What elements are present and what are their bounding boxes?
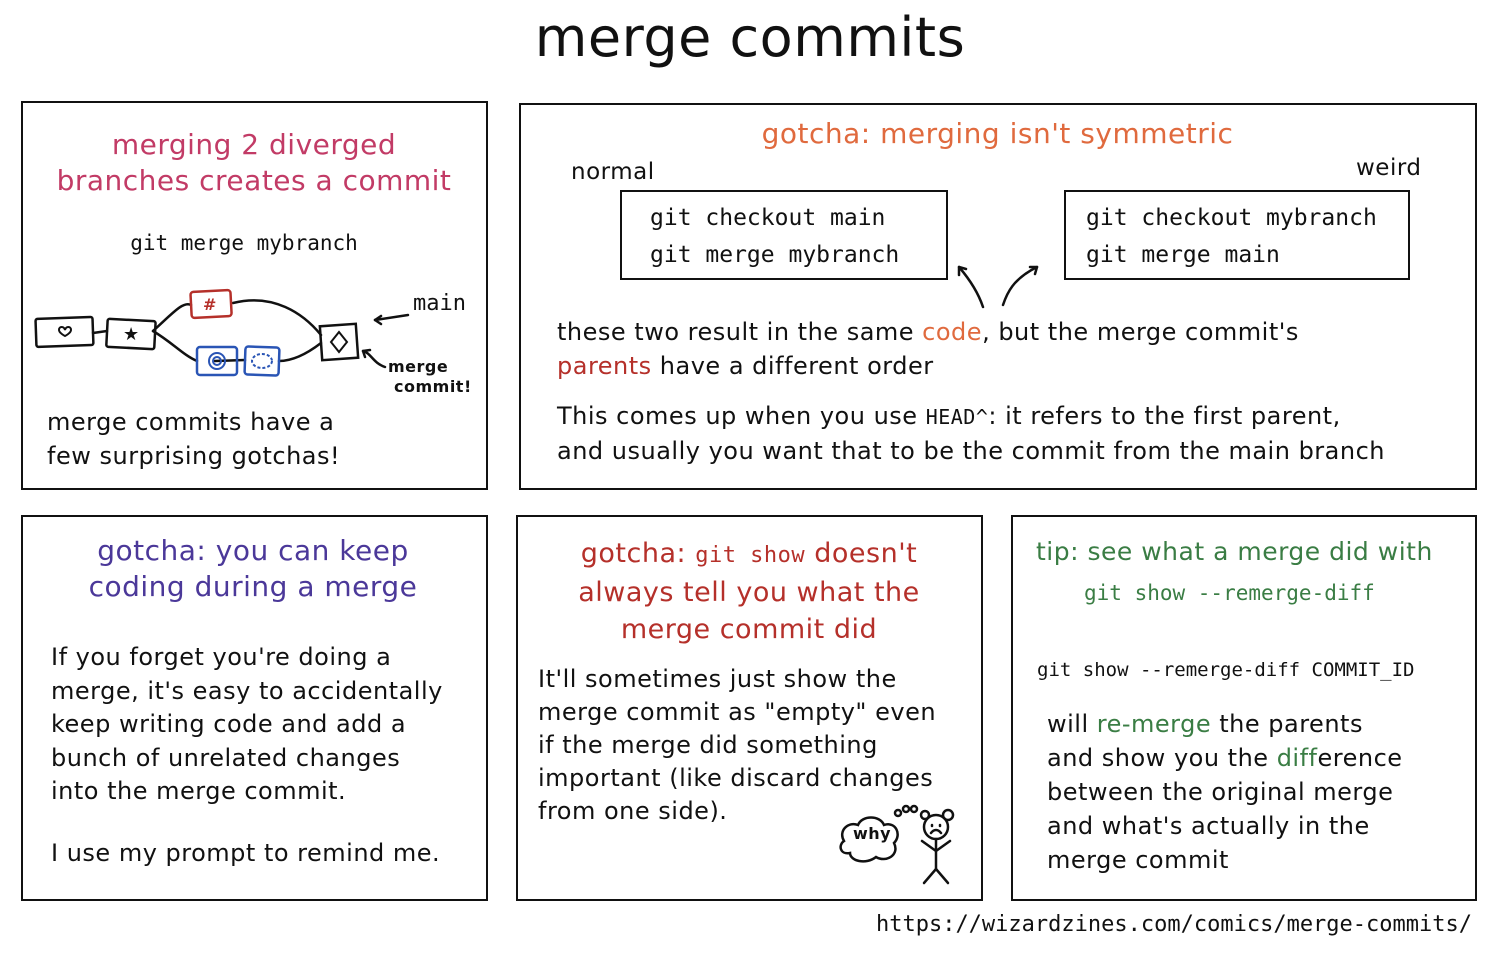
source-url[interactable]: https://wizardzines.com/comics/merge-com…: [875, 912, 1472, 937]
hash-commit: #: [189, 288, 233, 320]
panel5-heading: tip: see what a merge did with: [1036, 537, 1433, 566]
normal-cmd-line2: git merge mybranch: [650, 242, 900, 268]
label-weird: weird: [1356, 155, 1422, 181]
remerge-diff-command: git show --remerge-diff COMMIT_ID: [1037, 659, 1415, 681]
git-show-code: git show: [695, 543, 806, 568]
panel1-command: git merge mybranch: [130, 231, 358, 255]
panel-git-show: gotcha: git show doesn't always tell you…: [516, 515, 983, 901]
label-commit: commit!: [394, 377, 472, 396]
panel5-line5: merge commit: [1047, 846, 1229, 874]
panel5-line3: between the original merge: [1047, 778, 1394, 806]
panel3-body-line: keep writing code and add a: [51, 710, 407, 738]
panel4-heading-line2: always tell you what the: [578, 577, 920, 608]
weird-cmd-line1: git checkout mybranch: [1086, 205, 1377, 231]
normal-cmd-line1: git checkout main: [650, 205, 886, 231]
panel3-heading-line2: coding during a merge: [88, 570, 418, 603]
panel2-paragraph2-line2: and usually you want that to be the comm…: [557, 437, 1385, 465]
star-commit: ★: [105, 317, 157, 351]
svg-text:#: #: [203, 295, 216, 314]
panel1-heading-line1: merging 2 diverged: [111, 128, 397, 161]
highlight-parents: parents: [557, 352, 652, 380]
commit-graph-diagram: ★ #: [34, 288, 410, 377]
panel3-footer: I use my prompt to remind me.: [51, 839, 441, 867]
panel4-heading-line1: gotcha: git show doesn't: [580, 538, 918, 569]
panel5-line2: and show you the difference: [1047, 744, 1403, 772]
panel1-body-line2: few surprising gotchas!: [47, 442, 341, 470]
cloud-face-commit: [243, 345, 281, 377]
label-normal: normal: [571, 159, 655, 185]
merge-commit-arrow: [361, 349, 387, 369]
head-caret-code: HEAD^: [925, 405, 989, 429]
panel5-line4: and what's actually in the: [1047, 812, 1370, 840]
thought-bubble: [839, 816, 899, 863]
panel2-paragraph1-line2: parents have a different order: [557, 352, 934, 380]
panel4-body-line: It'll sometimes just show the: [538, 665, 897, 693]
panel4-body-line: merge commit as "empty" even: [538, 698, 937, 726]
label-main: main: [413, 291, 466, 316]
panel3-heading-line1: gotcha: you can keep: [97, 534, 409, 567]
diamond-merge-commit: [318, 322, 360, 362]
label-merge: merge: [388, 357, 449, 376]
panel1-heading-line2: branches creates a commit: [56, 164, 452, 197]
panel4-heading-line3: merge commit did: [620, 614, 878, 645]
panel2-paragraph2-line1: This comes up when you use HEAD^: it ref…: [557, 402, 1341, 430]
panel3-body-line: merge, it's easy to accidentally: [51, 676, 443, 705]
panel-remerge-diff-tip: tip: see what a merge did with git show …: [1011, 515, 1477, 901]
panel2-heading: gotcha: merging isn't symmetric: [761, 117, 1234, 150]
confused-stick-figure-icon: [839, 804, 955, 885]
panel4-body-line: important (like discard changes: [538, 764, 934, 792]
panel5-line1: will re-merge the parents: [1047, 710, 1363, 738]
highlight-re-merge: re-merge: [1096, 710, 1212, 738]
panel5-heading-code: git show --remerge-diff: [1084, 581, 1375, 605]
weird-cmd-line2: git merge main: [1086, 242, 1280, 268]
highlight-code: code: [922, 318, 983, 346]
panel2-paragraph1-line1: these two result in the same code, but t…: [557, 318, 1299, 346]
panel-keep-coding: gotcha: you can keep coding during a mer…: [21, 515, 488, 901]
panel4-body-line: if the merge did something: [538, 731, 878, 759]
panel3-body-line: into the merge commit.: [51, 777, 347, 805]
svg-text:★: ★: [123, 324, 139, 345]
spiral-commit: [195, 345, 239, 377]
page-title: merge commits: [534, 6, 966, 69]
heart-commit: [34, 315, 95, 349]
panel-merging-not-symmetric: gotcha: merging isn't symmetric normal w…: [519, 103, 1477, 490]
weird-command-box: git checkout mybranch git merge main: [1064, 190, 1410, 280]
panel3-body-line: bunch of unrelated changes: [51, 743, 401, 772]
pointing-arrows-icon: [957, 265, 1039, 309]
panel1-body-line1: merge commits have a: [47, 408, 335, 436]
panel-diverged-branches: merging 2 diverged branches creates a co…: [21, 101, 488, 490]
panel4-body-line: from one side).: [538, 797, 728, 825]
main-arrow: [373, 313, 410, 322]
panel3-body-line: If you forget you're doing a: [51, 643, 392, 671]
normal-command-box: git checkout main git merge mybranch: [620, 190, 948, 280]
highlight-diff: diff: [1276, 744, 1318, 772]
thought-bubble-text: why: [853, 824, 892, 843]
